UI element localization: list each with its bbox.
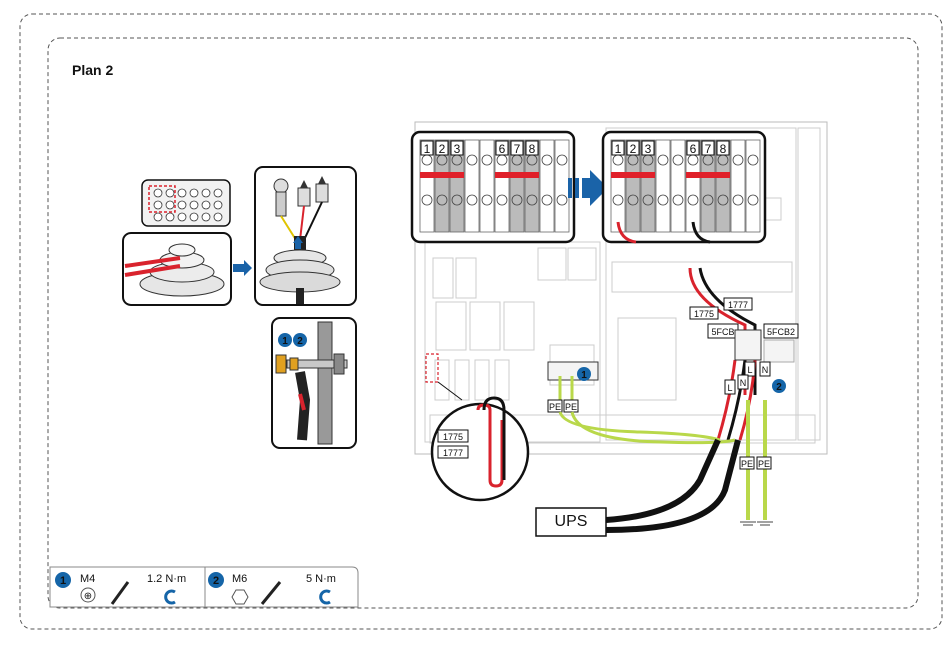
legend-number-1: 1 (60, 575, 66, 587)
terminal-l-upper: L (745, 362, 755, 376)
gland-arrow (233, 260, 252, 276)
breaker-number: 8 (529, 142, 536, 156)
pe-label: PE (549, 402, 561, 412)
callout-2-number: 2 (776, 382, 782, 393)
pe-label: PE (565, 402, 577, 412)
breaker-number: 7 (705, 142, 712, 156)
terminal-label: L (747, 365, 752, 375)
ground-symbols (740, 522, 773, 525)
torque-legend: 1 M4 ⊕ 1.2 N·m 2 M6 5 N·m (50, 567, 358, 607)
plan-title: Plan 2 (72, 62, 113, 78)
legend-torque-1: 1.2 N·m (147, 573, 186, 585)
zoom-label-1777: 1777 (443, 448, 463, 458)
breaker-5fcb2: 5FCB2 (764, 324, 798, 362)
legend-torque-2: 5 N·m (306, 573, 336, 585)
terminal-label: L (727, 383, 732, 393)
breaker-number: 8 (720, 142, 727, 156)
cable-gland-detail (142, 180, 230, 226)
legend-screw-m4: M4 (80, 573, 95, 585)
callout-1-number: 1 (581, 370, 587, 381)
breaker-number: 7 (514, 142, 521, 156)
breaker-number: 6 (690, 142, 697, 156)
breaker-panel-before: 1 2 3 6 7 8 (412, 132, 574, 242)
breaker-number: 3 (645, 142, 652, 156)
bolt-detail: 1 2 (272, 318, 356, 448)
breaker-number: 1 (424, 142, 431, 156)
terminal-label: N (762, 365, 769, 375)
wire-tag-label: 1775 (694, 309, 714, 319)
pe-label: PE (741, 459, 753, 469)
terminal-n-upper: N (760, 362, 770, 376)
terminal-l-lower: L (725, 380, 735, 394)
breaker-number: 2 (439, 142, 446, 156)
breaker-5fcb-label: 5FCB (711, 327, 734, 337)
wire-tag-label: 1777 (728, 300, 748, 310)
wire-tag-1775: 1775 (690, 307, 718, 319)
legend-screw-m6: M6 (232, 573, 247, 585)
breaker-number: 1 (615, 142, 622, 156)
ups-label: UPS (536, 508, 606, 536)
pe-label: PE (758, 459, 770, 469)
terminal-n-lower: N (738, 375, 748, 389)
pe-terminal-right: PE PE (740, 457, 771, 469)
breaker-number: 2 (630, 142, 637, 156)
breaker-number: 3 (454, 142, 461, 156)
wire-lug-detail (255, 167, 356, 305)
terminal-label: N (740, 378, 747, 388)
bolt-callout-1: 1 (282, 336, 288, 347)
wire-tag-1777: 1777 (724, 298, 752, 310)
zoom-label-1775: 1775 (443, 432, 463, 442)
grommet-detail (123, 233, 231, 305)
breaker-number: 6 (499, 142, 506, 156)
breaker-panel-after: 1 2 3 6 7 8 (603, 132, 765, 242)
legend-number-2: 2 (213, 575, 219, 587)
bolt-callout-2: 2 (297, 336, 303, 347)
phillips-icon: ⊕ (84, 591, 92, 602)
breaker-5fcb2-label: 5FCB2 (767, 327, 795, 337)
